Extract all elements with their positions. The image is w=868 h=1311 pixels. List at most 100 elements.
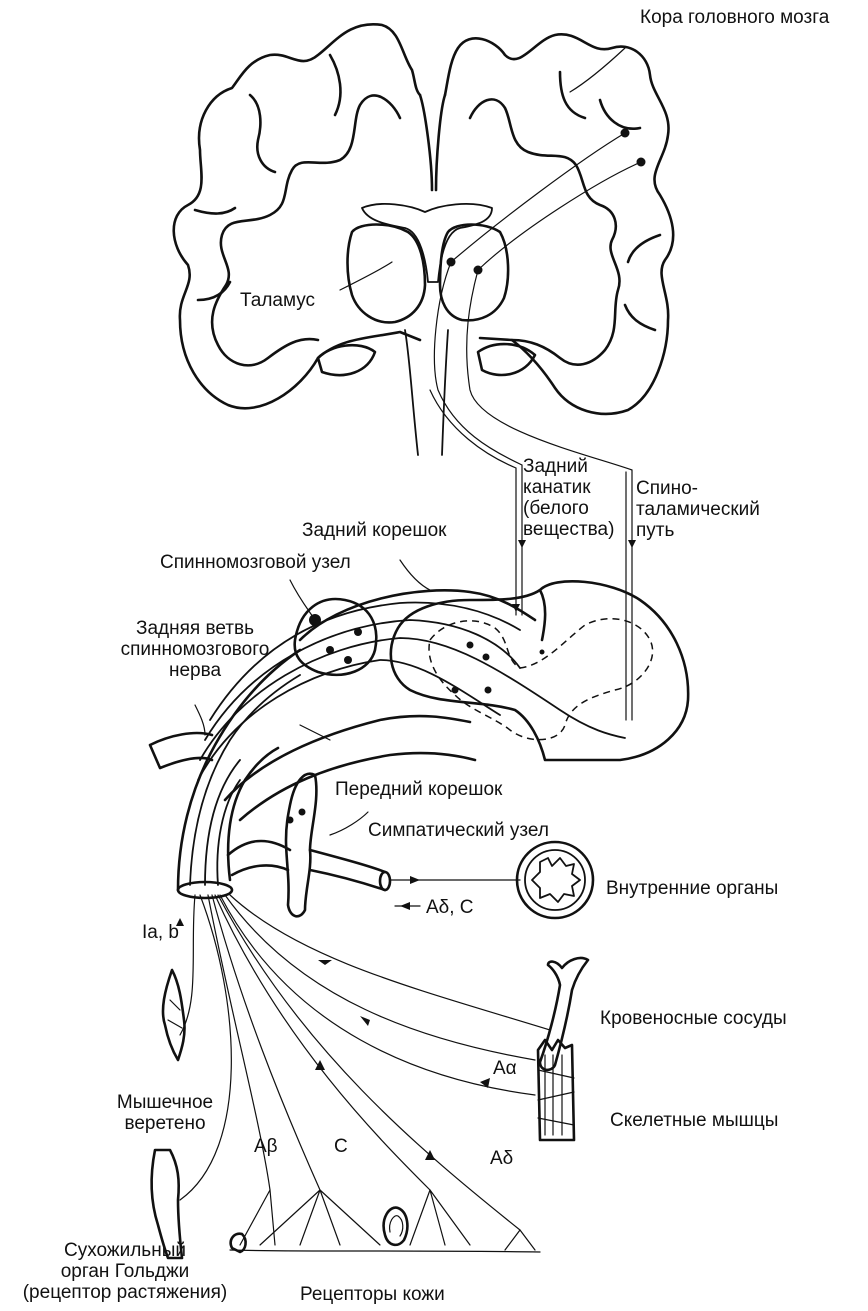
right-gyrus-4 xyxy=(625,305,655,330)
ventral-neuron-2 xyxy=(485,687,492,694)
skin-fiber-3 xyxy=(218,895,520,1230)
organ-outer xyxy=(517,842,593,918)
golgi-organ-label: Сухожильный орган Гольджи (рецептор раст… xyxy=(0,1240,250,1303)
spindle-fiber-label: Ia, b xyxy=(142,922,179,944)
muscle-spindle xyxy=(163,970,185,1060)
leader-posterior-branch xyxy=(195,705,205,735)
communicating-branch xyxy=(228,841,290,875)
dorsal-column-tract xyxy=(434,262,522,615)
spindle-detail xyxy=(168,1000,182,1028)
left-hemisphere-outline xyxy=(174,24,420,408)
longitudinal-fissure xyxy=(420,95,445,190)
brainstem-right xyxy=(442,330,448,455)
ventral-root-label: Передний корешок xyxy=(335,779,502,801)
right-cortex-inner xyxy=(470,99,620,364)
sympathetic-chain xyxy=(286,774,316,917)
muscle-spindle-label: Мышечное веретено xyxy=(100,1092,230,1134)
dorsal-horn-neuron-2 xyxy=(483,654,490,661)
a-alpha-label: Aα xyxy=(493,1058,517,1080)
thalamocortical-fiber-2 xyxy=(478,162,641,270)
visceral-branch-upper xyxy=(310,850,385,872)
thalamus-shape xyxy=(348,225,426,323)
skin-surface xyxy=(230,1250,540,1252)
c-fiber-label: C xyxy=(334,1136,348,1158)
ventricle xyxy=(362,204,492,282)
arrow-up-dorsal xyxy=(518,540,526,548)
right-gyrus-2 xyxy=(600,100,640,129)
dorsal-column-line-1: Задний xyxy=(523,456,614,477)
muscle-alpha-fiber xyxy=(225,895,535,1060)
spinothalamic-label: Спино- таламический путь xyxy=(636,478,760,541)
dorsal-column-line-2: канатик xyxy=(523,477,614,498)
dorsal-column-line-4: вещества) xyxy=(523,519,614,540)
leader-ventral-root xyxy=(300,725,330,740)
thalamocortical-fiber-1 xyxy=(451,133,625,262)
arrow-efferent-visceral xyxy=(410,876,420,884)
muscle-delta-fiber xyxy=(220,895,535,1095)
central-canal xyxy=(540,650,545,655)
ganglion-neuron-4 xyxy=(354,628,362,636)
visceral-branch-cut xyxy=(380,872,390,890)
dorsal-column-label: Задний канатик (белого вещества) xyxy=(523,456,614,540)
left-gyrus-1 xyxy=(250,95,275,172)
thalamus-shape-right xyxy=(440,225,508,321)
golgi-fiber xyxy=(180,895,231,1200)
left-lower-lobe xyxy=(318,345,375,375)
cortex-pointer xyxy=(570,48,625,92)
spinal-cord-section xyxy=(391,581,688,760)
posterior-branch-line-3: нерва xyxy=(100,660,290,681)
spinal-ganglion-label: Спинномозговой узел xyxy=(160,552,351,574)
cortex-label: Кора головного мозга xyxy=(640,7,829,29)
dorsal-column-line-3: (белого xyxy=(523,498,614,519)
internal-organ-group xyxy=(390,842,593,918)
organ-lumen xyxy=(532,858,580,902)
blood-vessels-label: Кровеносные сосуды xyxy=(600,1008,787,1030)
dorsal-root-label: Задний корешок xyxy=(302,520,446,542)
arrow-vessel xyxy=(318,960,332,965)
left-gyrus-3 xyxy=(195,208,235,214)
sympathetic-neuron-1 xyxy=(287,817,294,824)
skin-branch-4 xyxy=(505,1230,535,1250)
vessel-shape xyxy=(540,958,588,1070)
ganglion-neuron-2 xyxy=(326,646,334,654)
right-lower-lobe xyxy=(478,344,535,375)
posterior-branch-label: Задняя ветвь спинномозгового нерва xyxy=(100,618,290,681)
left-cortex-inner xyxy=(212,95,400,365)
muscle-striations xyxy=(538,1070,574,1125)
skin-branch-3 xyxy=(410,1190,470,1245)
spindle-shape xyxy=(163,970,185,1060)
spinal-cord-fissure xyxy=(540,590,545,640)
right-gyrus-1 xyxy=(560,72,585,118)
organ-mid xyxy=(525,850,585,910)
muscle-spindle-line-2: веретено xyxy=(100,1113,230,1134)
arrow-a-alpha xyxy=(360,1016,370,1026)
a-beta-label: Aβ xyxy=(254,1136,278,1158)
spinothalamic-line-2: таламический xyxy=(636,499,760,520)
skin-receptors-label: Рецепторы кожи xyxy=(300,1284,445,1306)
internal-organs-label: Внутренние органы xyxy=(606,878,778,900)
pacinian-corpuscle xyxy=(384,1208,408,1245)
posterior-branch xyxy=(150,733,212,768)
brainstem-left xyxy=(405,330,418,455)
sympathetic-pointer xyxy=(330,812,368,835)
posterior-branch-line-1: Задняя ветвь xyxy=(100,618,290,639)
right-gyrus-3 xyxy=(628,235,660,262)
muscle-spindle-line-1: Мышечное xyxy=(100,1092,230,1113)
visceral-fiber-label: Aδ, C xyxy=(426,897,474,919)
nerve-trunk-right xyxy=(228,748,278,880)
sympathetic-ganglion-label: Симпатический узел xyxy=(368,820,549,842)
ganglion-neuron-3 xyxy=(344,656,352,664)
dorsal-horn-neuron-1 xyxy=(467,642,474,649)
thalamus-label: Таламус xyxy=(240,290,315,312)
posterior-branch-line-2: спинномозгового xyxy=(100,639,290,660)
visceral-branch-lower xyxy=(310,870,385,890)
skin-receptors xyxy=(230,1190,540,1252)
arrow-up-spinothalamic xyxy=(628,540,636,548)
skin-branch-1 xyxy=(260,1190,380,1245)
arrow-c xyxy=(315,1060,325,1070)
spinothalamic-line-3: путь xyxy=(636,520,760,541)
sympathetic-neuron-2 xyxy=(299,809,306,816)
a-delta-label: Aδ xyxy=(490,1148,513,1170)
skeletal-muscles-label: Скелетные мышцы xyxy=(610,1110,778,1132)
